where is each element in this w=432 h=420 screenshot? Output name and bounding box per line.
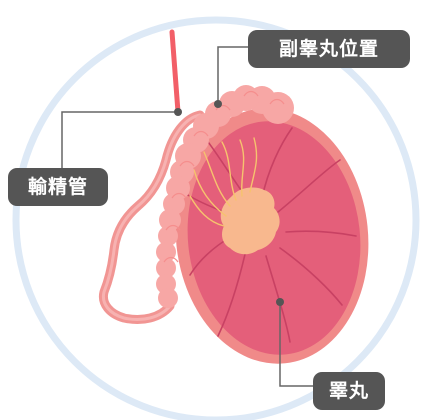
- vas-deferens-highlight: [101, 113, 202, 321]
- leader-epididymis: [217, 46, 250, 104]
- leader-lines: [61, 46, 316, 387]
- epididymis-point: [214, 100, 222, 108]
- background-ring: [12, 16, 420, 420]
- epididymis-texture: [163, 90, 285, 263]
- label-testis: 睪丸: [313, 372, 385, 410]
- efferent-tubules: [189, 137, 258, 227]
- leader-dots: [174, 100, 284, 306]
- label-vas-deferens: 輸精管: [8, 168, 108, 206]
- vas-deferens-point: [174, 108, 182, 116]
- label-epididymis: 副睾丸位置: [248, 30, 410, 68]
- rete-testis: [220, 187, 280, 255]
- epididymis: [156, 85, 294, 308]
- spermatic-cord: [169, 29, 181, 115]
- leader-vas-deferens: [61, 111, 178, 168]
- leader-testis: [279, 302, 316, 387]
- testis-point: [276, 298, 284, 306]
